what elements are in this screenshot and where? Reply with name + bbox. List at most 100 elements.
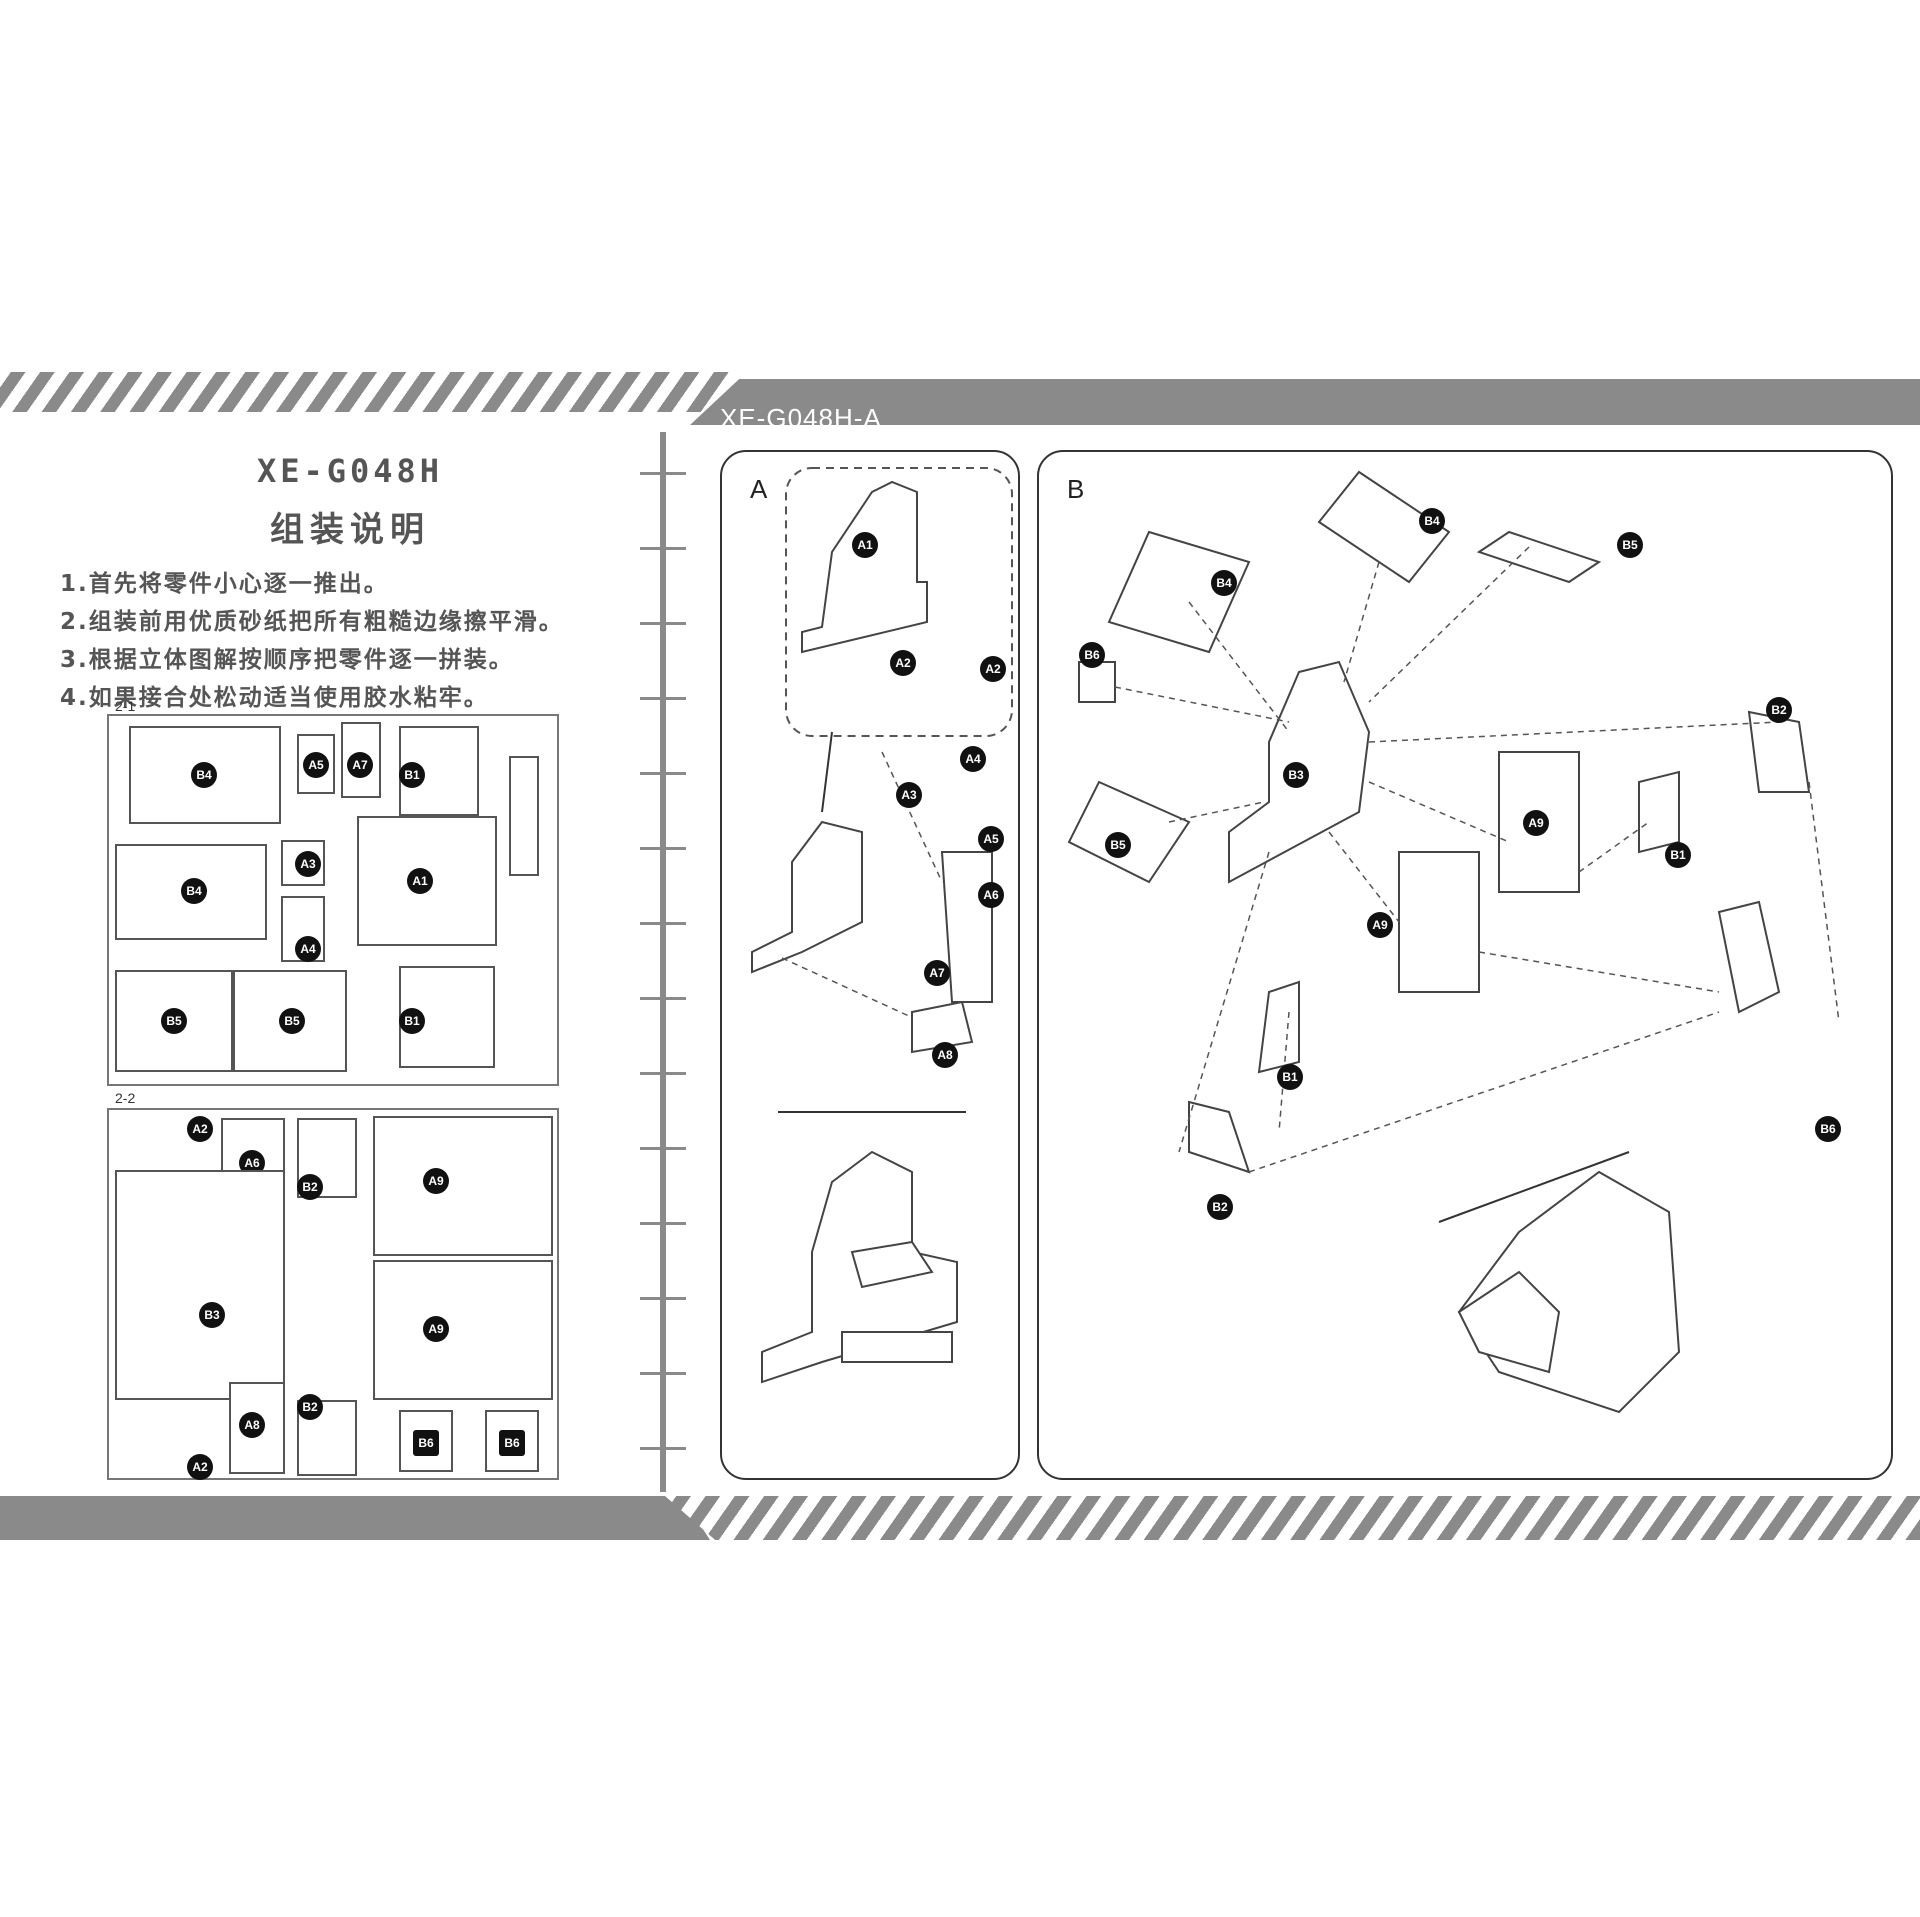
- panel-b-diagram: [1067, 470, 1840, 1414]
- assembly-guide: [781, 957, 923, 1023]
- part-tag: B2: [297, 1394, 323, 1420]
- part-tag: B6: [413, 1430, 439, 1456]
- part-tag: B1: [1665, 842, 1691, 868]
- part-tag: B5: [161, 1008, 187, 1034]
- part-shape: [1317, 470, 1451, 584]
- step-item: 3.根据立体图解按顺序把零件逐一拼装。: [60, 647, 514, 673]
- part-tag: A1: [852, 532, 878, 558]
- part-tag: B5: [1617, 532, 1643, 558]
- separator-line: [1438, 1151, 1630, 1223]
- document-title: XE-G048H: [256, 452, 444, 490]
- part-tag: A2: [187, 1454, 213, 1480]
- part-tag: B1: [1277, 1064, 1303, 1090]
- panel-a: A A1 A2 A2 A4 A3 A5 A6 A7 A8: [720, 450, 1020, 1480]
- part-tag: B4: [1211, 570, 1237, 596]
- part-shape: [1457, 1270, 1561, 1374]
- part-shape: [940, 851, 993, 1003]
- panel-a-letter: A: [750, 474, 768, 504]
- part-tag: A2: [890, 650, 916, 676]
- divider-tick: [640, 1372, 686, 1375]
- part-shape: [1257, 980, 1300, 1074]
- divider-tick: [640, 547, 686, 550]
- divider-tick: [640, 847, 686, 850]
- sheet-label-2-1: 2-1: [115, 698, 136, 714]
- bottom-stripe-hatched: [665, 1496, 1920, 1540]
- divider-tick: [640, 1222, 686, 1225]
- panel-b: B: [1037, 450, 1893, 1480]
- instruction-sheet: XE-G048H-A XE-G048H 组装说明 1.首先将零件小心逐一推出。 …: [0, 372, 1920, 1544]
- top-stripe-hatched: [0, 372, 730, 412]
- divider-tick: [640, 922, 686, 925]
- part-tag: B2: [1207, 1194, 1233, 1220]
- divider-tick: [640, 997, 686, 1000]
- vertical-divider: [660, 432, 666, 1492]
- part-shape: [841, 1331, 953, 1363]
- divider-tick: [640, 1072, 686, 1075]
- subassembly-outline: [785, 467, 1013, 737]
- parts-board-2-2: A2 A6 B2 A9 B3 A9 B2 A8 B6 B6 A2: [107, 1108, 559, 1480]
- instructions-column: XE-G048H 组装说明 1.首先将零件小心逐一推出。 2.组装前用优质砂纸把…: [60, 452, 640, 717]
- assembly-guide: [881, 751, 943, 883]
- part-tag: A9: [423, 1316, 449, 1342]
- step-item: 1.首先将零件小心逐一推出。: [60, 571, 389, 597]
- part-tag: A8: [932, 1042, 958, 1068]
- part-tag: B6: [1815, 1116, 1841, 1142]
- part-tag: A3: [896, 782, 922, 808]
- part-tag: A2: [980, 656, 1006, 682]
- part-tag: A4: [295, 936, 321, 962]
- assembly-arrow: [821, 731, 833, 813]
- part-tag: A6: [978, 882, 1004, 908]
- part-tag: A9: [1367, 912, 1393, 938]
- part-outline: [373, 1116, 553, 1256]
- divider-tick: [640, 1447, 686, 1450]
- part-tag: A8: [239, 1412, 265, 1438]
- part-tag: A4: [960, 746, 986, 772]
- part-shape: [1498, 751, 1580, 893]
- sheet-label-2-2: 2-2: [115, 1090, 136, 1106]
- part-outline: [115, 1170, 285, 1400]
- part-tag: A9: [1523, 810, 1549, 836]
- part-outline: [373, 1260, 553, 1400]
- assembly-steps: 1.首先将零件小心逐一推出。 2.组装前用优质砂纸把所有粗糙边缘擦平滑。 3.根…: [60, 565, 640, 717]
- part-tag: A9: [423, 1168, 449, 1194]
- part-tag: B2: [1766, 697, 1792, 723]
- bottom-stripe-solid: [0, 1496, 710, 1540]
- part-tag: A3: [295, 851, 321, 877]
- top-stripe-solid: [690, 379, 1920, 425]
- part-shape: [751, 820, 863, 974]
- part-tag: B4: [1419, 508, 1445, 534]
- part-tag: A7: [347, 752, 373, 778]
- panel-b-letter: B: [1067, 474, 1085, 504]
- part-tag: B4: [181, 878, 207, 904]
- part-tag: B6: [499, 1430, 525, 1456]
- part-tag: B1: [399, 762, 425, 788]
- part-shape: [1476, 530, 1602, 584]
- divider-tick: [640, 772, 686, 775]
- part-tag: B3: [199, 1302, 225, 1328]
- part-outline: [399, 1410, 453, 1472]
- part-tag: B2: [297, 1174, 323, 1200]
- part-tag: B6: [1079, 642, 1105, 668]
- part-outline: [509, 756, 539, 876]
- divider-tick: [640, 472, 686, 475]
- part-shape: [1717, 900, 1781, 1014]
- part-shape: [1747, 710, 1811, 793]
- part-shape: [911, 1000, 974, 1054]
- document-subtitle: 组装说明: [270, 510, 430, 550]
- part-shape: [801, 480, 928, 654]
- part-tag: A1: [407, 868, 433, 894]
- part-shape: [1398, 851, 1480, 993]
- part-tag: B3: [1283, 762, 1309, 788]
- part-tag: A2: [187, 1116, 213, 1142]
- part-shape: [850, 1240, 934, 1289]
- divider-tick: [640, 1297, 686, 1300]
- part-shape: [1188, 1100, 1251, 1174]
- model-code: XE-G048H-A: [720, 403, 882, 433]
- part-tag: B5: [1105, 832, 1131, 858]
- step-item: 4.如果接合处松动适当使用胶水粘牢。: [60, 685, 489, 711]
- parts-board-2-1: B4 A5 A7 B1 B4 A3 A1 A4 B5 B5 B1: [107, 714, 559, 1086]
- part-tag: A5: [978, 826, 1004, 852]
- part-shape: [1107, 530, 1251, 654]
- panel-a-diagram: [751, 467, 1013, 1384]
- part-shape: [1067, 780, 1191, 884]
